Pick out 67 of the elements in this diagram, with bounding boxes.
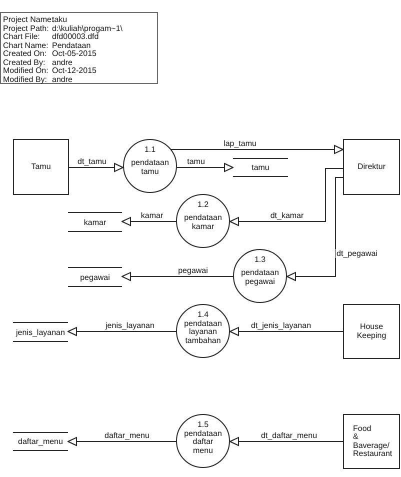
edge-label: jenis_layanan [104, 321, 156, 330]
flow-arrow [230, 437, 344, 446]
store-name: jenis_layanan [16, 328, 65, 336]
data-store [233, 158, 288, 177]
data-store [68, 267, 122, 287]
edge-label: tamu [186, 157, 206, 166]
edge-label: dt_kamar [269, 211, 305, 220]
process-name: pendataan tamu [130, 159, 170, 176]
field-value: andre [52, 58, 74, 67]
external-entity-box [343, 304, 400, 359]
field-value: Pendataan [52, 42, 92, 50]
field-value: Oct-12-2015 [52, 67, 98, 76]
flow-arrow [230, 327, 344, 336]
entity-name: Tamu [30, 162, 52, 172]
edge-label: dt_pegawai [336, 249, 378, 258]
data-store [68, 212, 122, 232]
field-label: Created By: [3, 58, 46, 67]
flow-arrow [122, 272, 234, 281]
edge-label: dt_daftar_menu [260, 431, 318, 440]
edge-label: pegawai [177, 266, 209, 275]
flow-arrow [286, 177, 344, 281]
edge-label: lap_tamu [222, 139, 258, 148]
process-number: 1.5 [196, 420, 210, 429]
field-label: Project Path: [3, 24, 50, 33]
data-store [13, 432, 68, 451]
store-name: pegawai [80, 272, 110, 282]
field-label: Chart File: [3, 33, 41, 42]
external-entity-box [343, 414, 400, 469]
field-label: Chart Name: [3, 42, 50, 50]
process-name: pendataan kamar [183, 214, 223, 231]
flow-arrow [230, 168, 344, 226]
field-label: Modified By: [3, 76, 48, 84]
edge-label: dt_jenis_layanan [250, 321, 312, 330]
store-name: kamar [84, 218, 106, 226]
entity-name: House Keeping [356, 323, 388, 340]
field-label: Project Name: [3, 16, 52, 24]
edge-label: dt_tamu [76, 157, 108, 166]
process-name: pendataan layanan tambahan [183, 320, 223, 346]
entity-name: Food & Baverage/ Restaurant [353, 424, 394, 458]
info-panel [0, 12, 158, 84]
flow-arrow [68, 163, 124, 172]
flow-arrow [122, 217, 176, 226]
field-value: d:\kuliah\progam~1\ [52, 24, 124, 33]
process-name: pendataan daftar menu [183, 430, 223, 456]
flow-arrow [176, 163, 234, 172]
process-number: 1.2 [196, 200, 210, 209]
edge-label: daftar_menu [104, 431, 150, 440]
external-entity-box [13, 139, 69, 195]
field-value: andre [52, 76, 74, 84]
external-entity-box [343, 139, 400, 195]
store-name: tamu [252, 163, 270, 172]
field-value: dfd00003.dfd [52, 33, 99, 42]
flow-arrow [170, 145, 344, 154]
process-number: 1.1 [143, 145, 157, 154]
field-label: Modified On: [3, 67, 50, 76]
data-store [13, 322, 68, 342]
process-number: 1.4 [196, 310, 210, 319]
process-name: pendataan pegawai [240, 269, 280, 286]
flow-arrow [68, 437, 176, 446]
entity-name: Direktur [356, 162, 386, 172]
field-value: taku [52, 16, 68, 24]
process-number: 1.3 [253, 255, 267, 264]
flow-arrow [68, 327, 176, 336]
edge-label: kamar [140, 211, 164, 220]
field-label: Created On: [3, 50, 48, 58]
field-value: Oct-05-2015 [52, 50, 98, 58]
store-name: daftar_menu [18, 437, 63, 446]
